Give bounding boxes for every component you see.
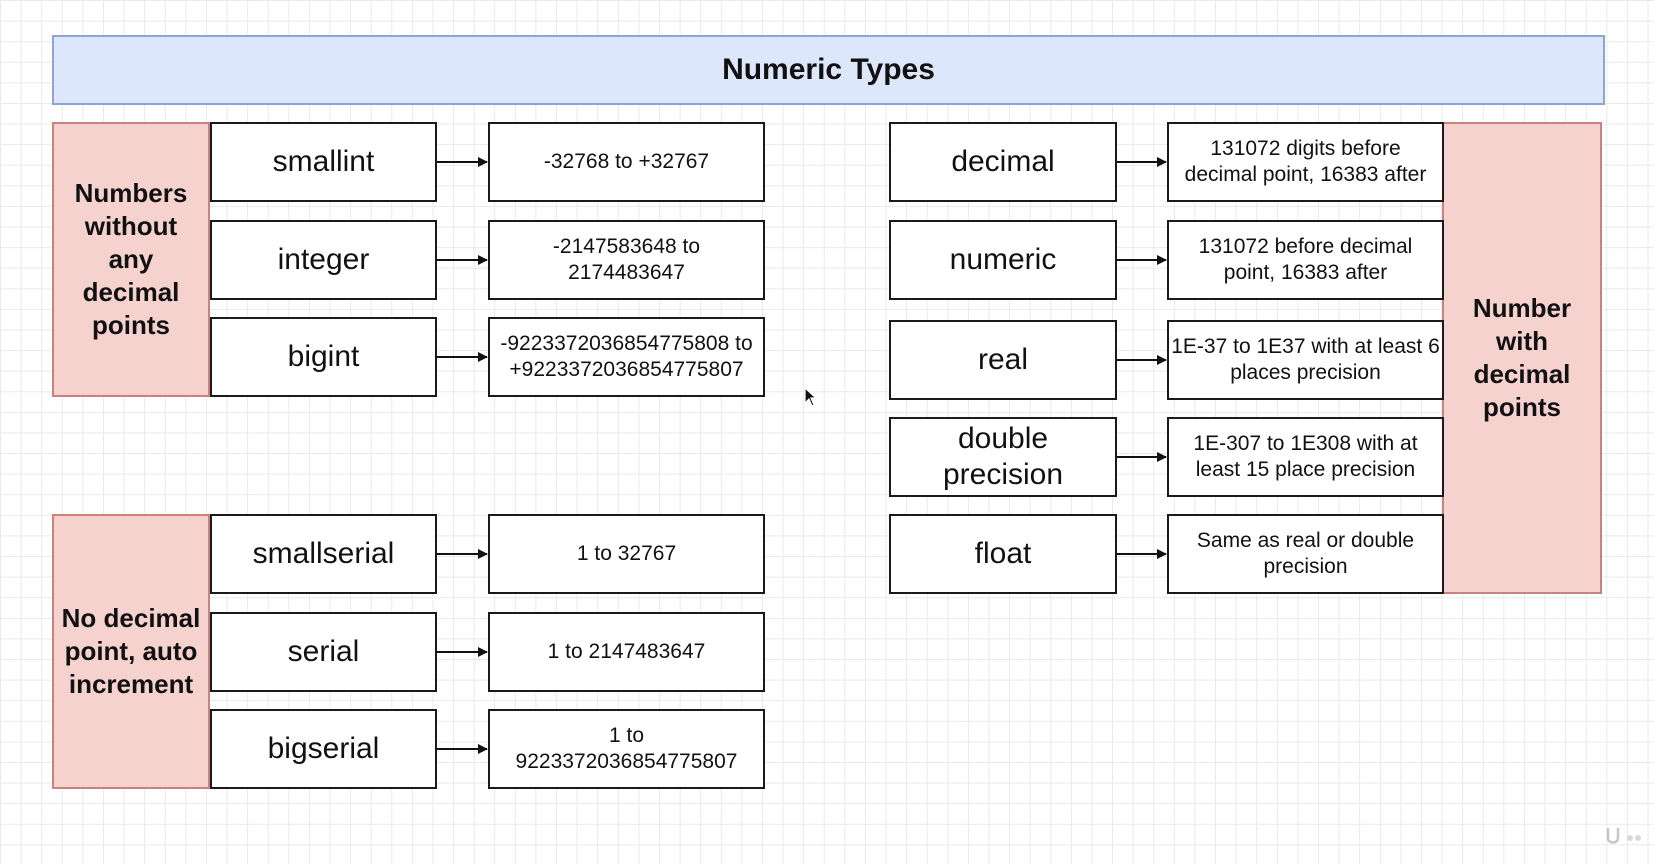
range-integer: -2147583648 to 2174483647	[488, 220, 765, 300]
type-smallserial: smallserial	[210, 514, 437, 594]
type-integer: integer	[210, 220, 437, 300]
range-decimal: 131072 digits before decimal point, 1638…	[1167, 122, 1444, 202]
range-float: Same as real or double precision	[1167, 514, 1444, 594]
group-auto-increment: No decimal point, auto increment	[52, 514, 210, 789]
range-numeric: 131072 before decimal point, 16383 after	[1167, 220, 1444, 300]
range-real: 1E-37 to 1E37 with at least 6 places pre…	[1167, 320, 1444, 400]
type-numeric: numeric	[889, 220, 1117, 300]
type-bigint: bigint	[210, 317, 437, 397]
type-float: float	[889, 514, 1117, 594]
mouse-cursor-icon	[804, 387, 818, 407]
group-with-decimal: Number with decimal points	[1442, 122, 1602, 594]
group-no-decimal: Numbers without any decimal points	[52, 122, 210, 397]
type-decimal: decimal	[889, 122, 1117, 202]
diagram-title: Numeric Types	[52, 35, 1605, 105]
watermark-logo-icon	[1606, 828, 1641, 844]
range-smallserial: 1 to 32767	[488, 514, 765, 594]
range-double-precision: 1E-307 to 1E308 with at least 15 place p…	[1167, 417, 1444, 497]
type-serial: serial	[210, 612, 437, 692]
type-smallint: smallint	[210, 122, 437, 202]
type-double-precision: double precision	[889, 417, 1117, 497]
range-bigint: -9223372036854775808 to +922337203685477…	[488, 317, 765, 397]
range-smallint: -32768 to +32767	[488, 122, 765, 202]
type-real: real	[889, 320, 1117, 400]
range-bigserial: 1 to 9223372036854775807	[488, 709, 765, 789]
range-serial: 1 to 2147483647	[488, 612, 765, 692]
type-bigserial: bigserial	[210, 709, 437, 789]
